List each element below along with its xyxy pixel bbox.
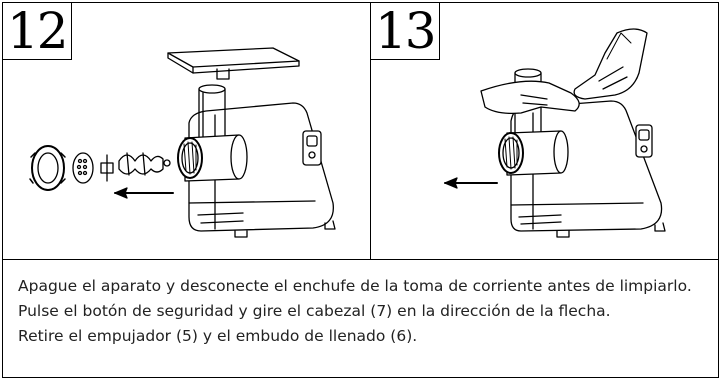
instruction-line: Pulse el botón de seguridad y gire el ca… xyxy=(18,302,611,320)
illustration-panel-13: 13 xyxy=(370,2,719,260)
instruction-text-block: Apague el aparato y desconecte el enchuf… xyxy=(2,259,719,378)
meat-grinder-disassembly-illustration xyxy=(29,47,336,238)
illustration-panel-12: 12 xyxy=(2,2,371,260)
instruction-line: Apague el aparato y desconecte el enchuf… xyxy=(18,277,692,295)
instruction-line: Retire el empujador (5) y el embudo de l… xyxy=(18,327,418,345)
hand-removing-head-illustration xyxy=(444,28,666,238)
step-number-13: 13 xyxy=(371,3,440,60)
step-number-12: 12 xyxy=(3,3,72,60)
